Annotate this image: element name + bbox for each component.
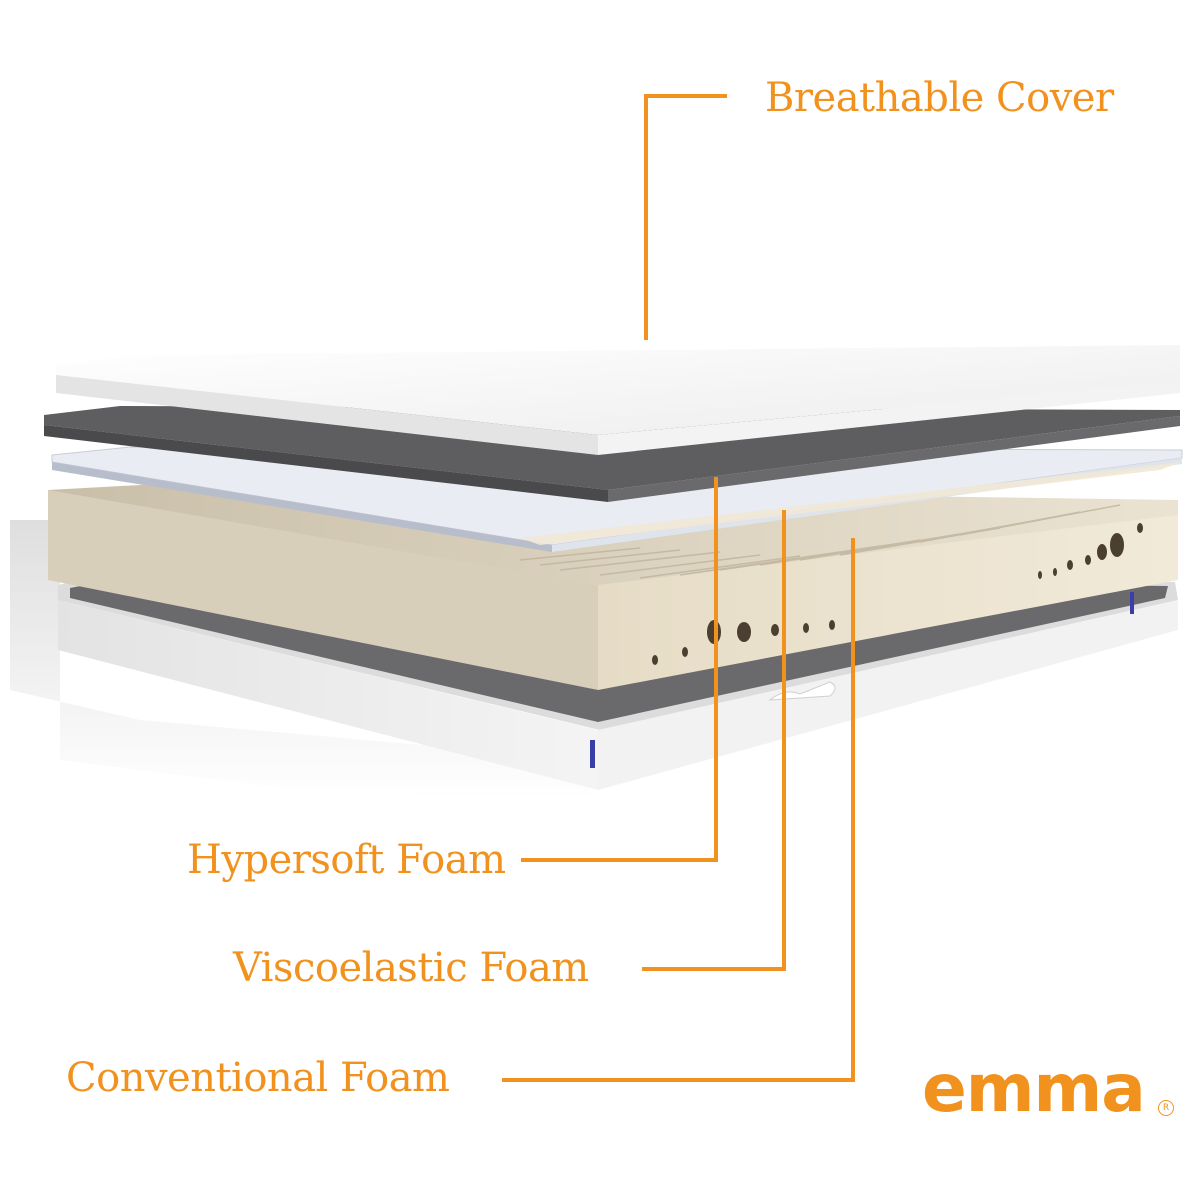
conventional-foam-layer	[48, 485, 1178, 690]
base-tab	[590, 740, 595, 768]
label-breathable-cover: Breathable Cover	[765, 75, 1114, 121]
label-viscoelastic-foam: Viscoelastic Foam	[233, 945, 589, 991]
leader-cover	[644, 94, 727, 340]
leader-lines	[502, 94, 855, 1082]
foam-slits	[519, 504, 1121, 579]
emma-logo: emma	[922, 1050, 1146, 1127]
leader-conventional	[502, 538, 855, 1082]
label-hypersoft-foam: Hypersoft Foam	[187, 837, 506, 883]
breathable-cover-layer	[56, 345, 1180, 455]
label-conventional-foam: Conventional Foam	[66, 1055, 450, 1101]
leader-hypersoft	[521, 477, 718, 862]
registered-mark: R	[1158, 1100, 1174, 1116]
floor-shadow	[10, 520, 590, 800]
leader-visco	[642, 510, 786, 971]
